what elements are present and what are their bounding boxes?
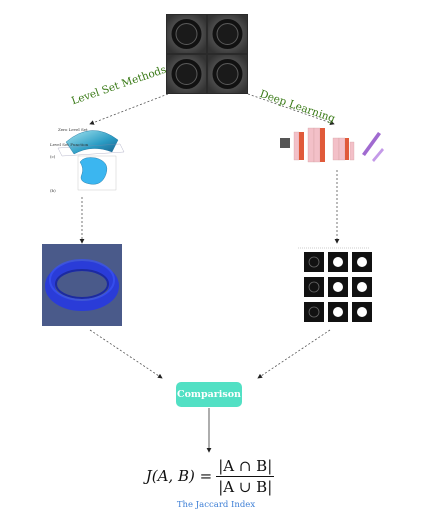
level-set-drawing bbox=[57, 130, 125, 191]
ring-inner-shadow bbox=[55, 269, 109, 299]
cnn-layer bbox=[349, 141, 355, 161]
caption: The Jaccard Index bbox=[176, 500, 256, 510]
cnn-layer bbox=[320, 128, 325, 162]
cnn-output-layer bbox=[372, 148, 384, 162]
grid-row bbox=[304, 277, 372, 297]
formula-denominator: |A ∪ B| bbox=[218, 477, 273, 496]
cnn-layer bbox=[338, 137, 346, 161]
ring-top-edge bbox=[49, 259, 115, 301]
input-tile bbox=[208, 55, 247, 93]
level-set-plane bbox=[57, 143, 125, 157]
label-c: (c) bbox=[50, 154, 56, 159]
level-set-contour bbox=[79, 157, 108, 185]
grid-row bbox=[304, 252, 372, 272]
arrow-ring-to-comparison bbox=[89, 329, 163, 379]
arrow-input-to-deep-learning bbox=[247, 93, 335, 125]
segmentation-grid bbox=[290, 244, 376, 328]
input-tile bbox=[167, 15, 206, 53]
cnn-architecture bbox=[280, 127, 384, 163]
label-b: (b) bbox=[50, 188, 56, 193]
cnn-layer bbox=[299, 132, 304, 160]
arrow-grid-to-comparison bbox=[257, 329, 331, 379]
cnn-layer bbox=[307, 127, 315, 163]
cnn-layer bbox=[332, 137, 340, 161]
level-set-surface bbox=[65, 130, 119, 155]
cnn-input-thumbnail bbox=[280, 138, 290, 148]
arrow-input-to-level-set bbox=[89, 93, 169, 125]
ring-segmentation bbox=[42, 244, 122, 326]
level-set-function-text: Level Set Function bbox=[50, 142, 89, 147]
cnn-layer bbox=[313, 127, 321, 163]
zero-level-set-text: Zero Level Set bbox=[58, 127, 88, 132]
ring-outer bbox=[45, 261, 119, 311]
grid-row bbox=[304, 302, 372, 322]
input-tile bbox=[208, 15, 247, 53]
formula-numerator: |A ∩ B| bbox=[216, 456, 275, 477]
level-set-illustration: Zero Level Set Level Set Function (c) (b… bbox=[48, 122, 128, 198]
cnn-layer bbox=[345, 138, 349, 160]
comparison-box: Comparison bbox=[176, 382, 242, 407]
input-image bbox=[166, 14, 248, 94]
input-tile bbox=[167, 55, 206, 93]
cnn-layer bbox=[293, 131, 300, 161]
formula-lhs: J(A, B) = bbox=[145, 467, 213, 485]
formula-fraction: |A ∩ B| |A ∪ B| bbox=[216, 456, 275, 496]
cnn-dense-layer bbox=[362, 132, 381, 156]
jaccard-formula: J(A, B) = |A ∩ B| |A ∪ B| bbox=[120, 452, 300, 500]
